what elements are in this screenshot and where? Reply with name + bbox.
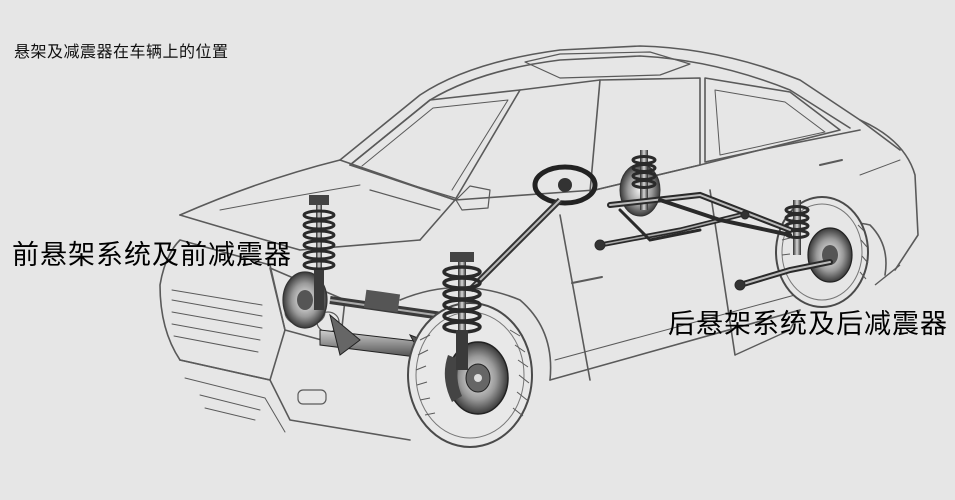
car-body-outline	[159, 45, 919, 441]
rear-body-lines	[734, 264, 901, 356]
rear-right-shock-absorber	[784, 200, 810, 255]
rear-suspension-links	[594, 191, 833, 291]
front-left-shock-absorber	[302, 195, 336, 310]
front-right-shock-absorber	[442, 252, 482, 370]
front-right-wheel	[407, 302, 533, 448]
front-suspension-label: 前悬架系统及前减震器	[12, 240, 292, 271]
rear-suspension-label: 后悬架系统及后减震器	[668, 309, 948, 340]
diagram-title: 悬架及减震器在车辆上的位置	[14, 42, 229, 61]
rear-left-shock-absorber	[631, 150, 657, 210]
